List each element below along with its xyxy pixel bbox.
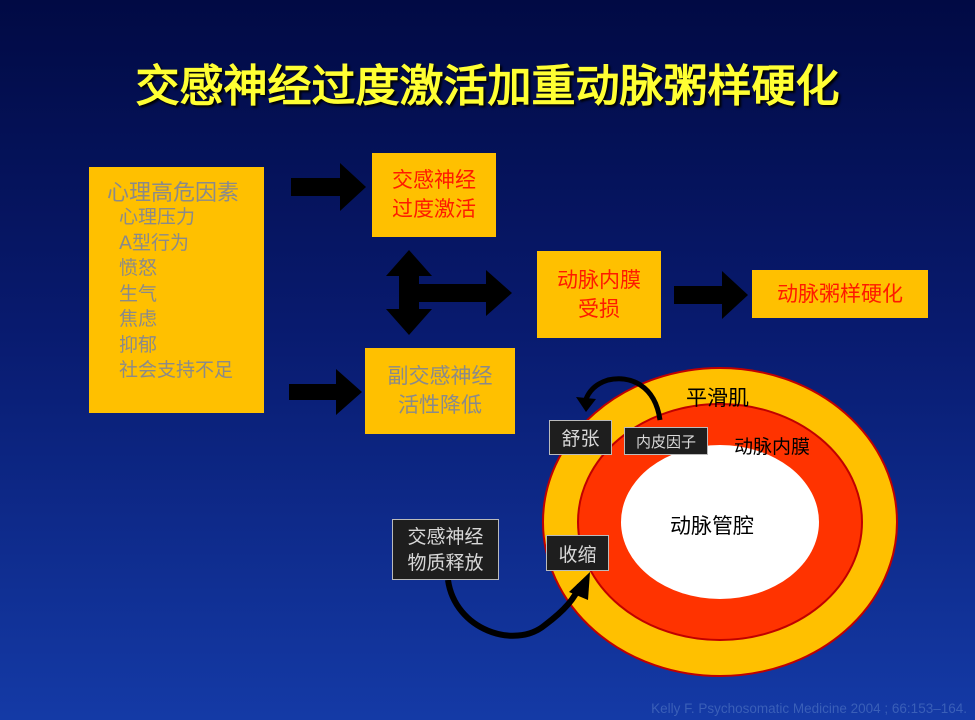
sympathetic-release-box: 交感神经 物质释放 [392, 519, 499, 580]
risk-factor-item: 心理压力 [119, 206, 196, 228]
arrow-risk-to-sympathetic [291, 163, 366, 211]
risk-factor-item: 生气 [119, 282, 158, 305]
arrow-risk-to-parasympathetic [289, 369, 362, 415]
lumen [621, 445, 819, 599]
atherosclerosis-label: 动脉粥样硬化 [777, 281, 903, 306]
risk-factor-item: 抑郁 [119, 333, 158, 356]
arrow-to-atherosclerosis [674, 271, 748, 319]
intima-label: 动脉内膜 [734, 436, 811, 458]
sympathetic-line-1: 交感神经 [392, 168, 476, 192]
endothelium-damage-line-1: 动脉内膜 [557, 267, 641, 292]
sympathetic-overactivation-box: 交感神经 过度激活 [372, 153, 496, 237]
risk-factor-item: 愤怒 [119, 257, 158, 279]
arrow-to-endothelium-damage [419, 270, 512, 316]
endothelium-damage-line-2: 受损 [578, 296, 620, 321]
contraction-curved-arrow [445, 579, 583, 639]
contraction-arrow-head [569, 572, 590, 600]
sympathetic-line-2: 过度激活 [392, 197, 476, 221]
risk-factors-box: 心理高危因素 心理压力 A型行为 愤怒 生气 焦虑 抑郁 社会支持不足 [89, 167, 264, 413]
sympathetic-release-line-2: 物质释放 [407, 551, 484, 574]
sympathetic-release-line-1: 交感神经 [407, 525, 484, 548]
parasympathetic-line-1: 副交感神经 [387, 364, 493, 388]
endothelium-damage-box: 动脉内膜 受损 [537, 251, 661, 338]
risk-factor-item: A型行为 [119, 231, 189, 254]
dilation-label: 舒张 [549, 420, 612, 455]
citation: Kelly F. Psychosomatic Medicine 2004 ; 6… [651, 701, 967, 716]
risk-factors-list: 心理压力 A型行为 愤怒 生气 焦虑 抑郁 社会支持不足 [119, 205, 233, 384]
slide-title: 交感神经过度激活加重动脉粥样硬化 [135, 61, 840, 112]
contraction-label: 收缩 [546, 535, 609, 571]
parasympathetic-reduced-box: 副交感神经 活性降低 [365, 348, 515, 434]
risk-factors-heading: 心理高危因素 [107, 181, 240, 206]
parasympathetic-line-2: 活性降低 [398, 393, 482, 417]
risk-factor-item: 社会支持不足 [119, 359, 234, 381]
lumen-label: 动脉管腔 [670, 514, 754, 538]
endothelial-factor-label: 内皮因子 [624, 427, 708, 455]
smooth-muscle-label: 平滑肌 [686, 386, 749, 410]
risk-factor-item: 焦虑 [119, 308, 158, 330]
dilation-arrow-head [576, 397, 596, 412]
double-arrow-vertical [386, 250, 432, 335]
dilation-curved-arrow [582, 376, 663, 421]
atherosclerosis-box: 动脉粥样硬化 [752, 270, 928, 318]
